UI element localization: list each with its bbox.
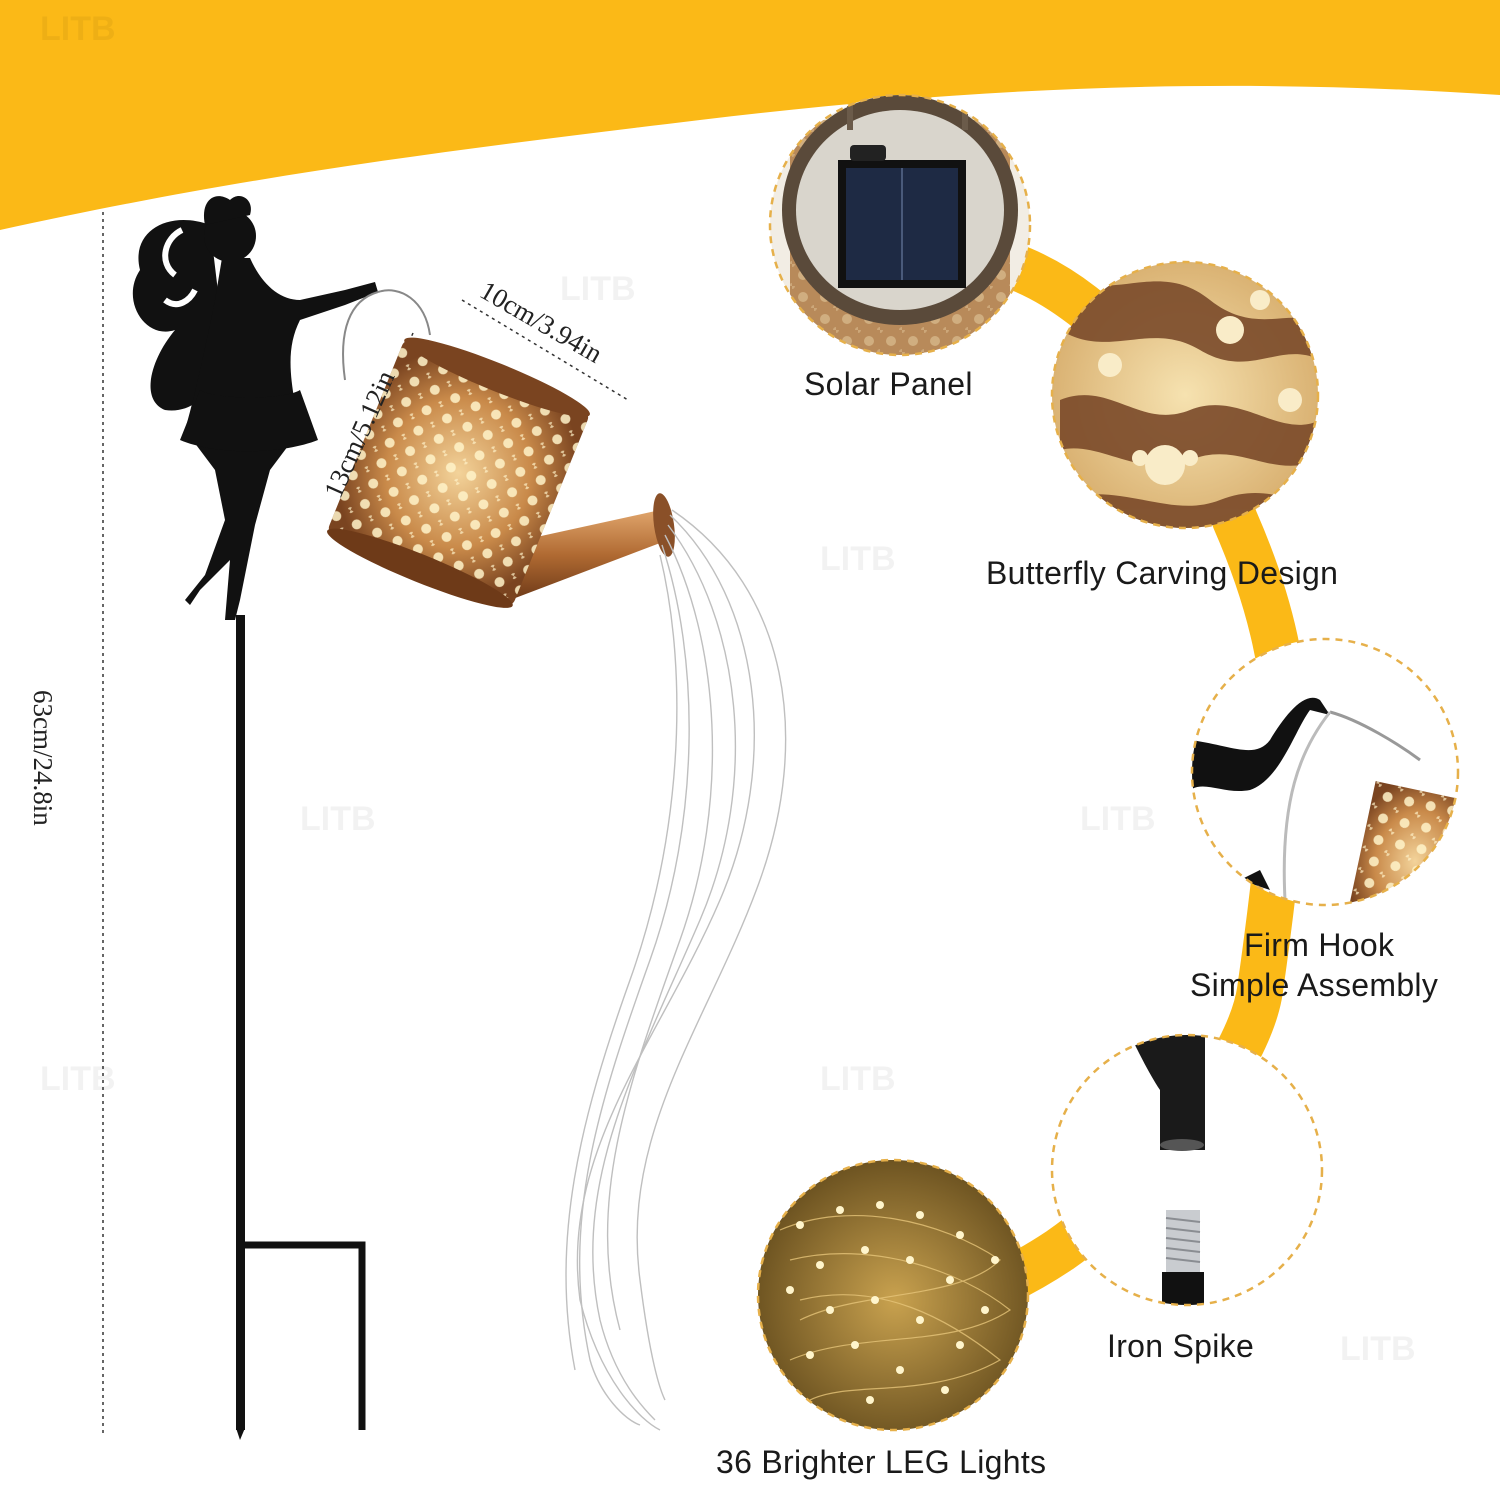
stake-foot bbox=[241, 1241, 366, 1430]
watering-can-icon bbox=[327, 289, 787, 1431]
solar-panel-icon bbox=[770, 95, 1030, 355]
fairy-silhouette-icon bbox=[132, 195, 378, 620]
feature-label-iron-spike: Iron Spike bbox=[1107, 1328, 1255, 1364]
iron-spike-icon bbox=[1052, 1035, 1322, 1305]
watermark: LITB bbox=[560, 270, 636, 308]
watermark: LITB bbox=[1340, 1330, 1416, 1368]
watermark: LITB bbox=[820, 1060, 896, 1098]
feature-label-lights: 36 Brighter LEG Lights bbox=[716, 1444, 1047, 1480]
string-lights-icon bbox=[758, 1160, 1028, 1430]
height-dimension-label: 63cm/24.8in bbox=[28, 690, 58, 826]
watermark: LITB bbox=[300, 800, 376, 838]
hook-detail-icon bbox=[1192, 640, 1458, 905]
watermark: LITB bbox=[820, 540, 896, 578]
feature-label-solar-panel: Solar Panel bbox=[804, 366, 973, 402]
feature-label-carving: Butterfly Carving Design bbox=[986, 555, 1339, 591]
watermark: LITB bbox=[1080, 800, 1156, 838]
watermark: LITB bbox=[40, 10, 116, 48]
watermark: LITB bbox=[40, 1060, 116, 1098]
top-yellow-band bbox=[0, 0, 1500, 230]
feature-label-hook-line2: Simple Assembly bbox=[1190, 967, 1439, 1003]
feature-label-hook-line1: Firm Hook bbox=[1244, 927, 1395, 963]
